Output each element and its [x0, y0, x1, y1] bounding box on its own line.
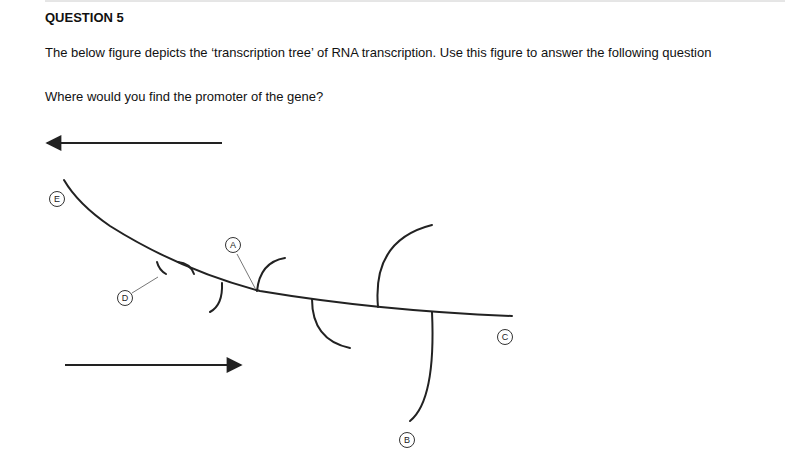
callout-circle: E — [49, 191, 65, 207]
leader-line — [132, 277, 158, 293]
callout-letter: B — [404, 436, 410, 445]
question-text: Where would you find the promoter of the… — [45, 89, 780, 105]
rna-transcript — [312, 299, 350, 348]
rna-transcript — [178, 262, 194, 274]
callout-circle: A — [225, 237, 241, 253]
callout-circle: B — [399, 432, 415, 448]
question-heading: QUESTION 5 — [45, 10, 124, 25]
callout-letter: A — [230, 241, 236, 250]
rna-transcript — [410, 312, 433, 421]
callout-circle: C — [497, 329, 513, 345]
question-text: The below figure depicts the ‘transcript… — [45, 45, 780, 61]
rna-transcript — [157, 262, 166, 274]
dna-strand — [64, 180, 512, 316]
rna-transcript — [257, 258, 285, 291]
top-rule — [45, 1, 785, 2]
direction-arrow — [65, 364, 241, 366]
direction-arrow — [47, 142, 222, 144]
callout-letter: E — [54, 195, 60, 204]
callout-letter: C — [502, 333, 509, 342]
rna-transcript — [210, 283, 222, 312]
callout-circle: D — [117, 290, 133, 306]
callout-letter: D — [122, 294, 129, 303]
rna-transcript — [377, 225, 432, 307]
leader-line — [237, 254, 255, 288]
